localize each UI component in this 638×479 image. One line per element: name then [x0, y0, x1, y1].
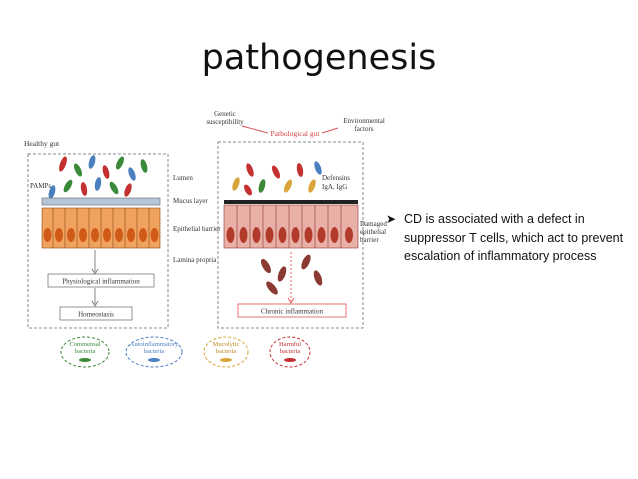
damaged-mucus-layer: [224, 200, 358, 204]
defensins-label: Defensins: [322, 174, 350, 182]
diagram-svg: Genetic susceptibility Environmental fac…: [24, 110, 387, 368]
mucus-layer-label: Mucus layer: [173, 197, 208, 205]
lamina-propria-label: Lamina propria: [173, 256, 217, 264]
genetic-label-2: susceptibility: [206, 118, 244, 126]
legend-commensal-line2: bacteria: [75, 348, 96, 355]
homeostasis-box: [59, 306, 133, 321]
healthy-mucus-layer: [41, 197, 161, 206]
legend-autoinflammatory-line2: bacteria: [144, 348, 165, 355]
bullet-text: CD is associated with a defect in suppre…: [404, 212, 624, 263]
healthy-bacteria-group: [48, 155, 148, 199]
epithelial-barrier-label: Epithelial barrier: [173, 225, 221, 233]
bullet-point: ➤ CD is associated with a defect in supp…: [386, 210, 631, 266]
environmental-label-2: factors: [354, 125, 373, 133]
damaged-label-1: Damaged: [360, 220, 387, 228]
pathological-bacteria-group: [232, 161, 322, 196]
slide-title: pathogenesis: [201, 38, 437, 78]
legend-autoinflammatory-line1: Autoinflammatory: [130, 341, 179, 348]
invading-bacteria-group: [260, 254, 323, 295]
homeostasis-label: Homeostasis: [78, 311, 114, 319]
environmental-arrow: [321, 127, 339, 134]
damaged-label-3: barrier: [360, 236, 379, 244]
healthy-gut-label: Healthy gut: [24, 139, 60, 148]
legend-harmful-line2: bacteria: [280, 348, 301, 355]
pathological-gut-label: Pathological gut: [271, 129, 321, 138]
physiological-inflammation-label: Physiological inflammation: [62, 278, 140, 286]
environmental-label-1: Environmental: [343, 117, 385, 125]
pathological-panel: [217, 141, 364, 329]
iga-label: IgA, IgG: [322, 183, 347, 191]
legend-mucolytic-line2: bacteria: [216, 348, 237, 355]
pamps-label: PAMPs: [30, 182, 51, 190]
legend-commensal-line1: Commensal: [69, 341, 100, 348]
lumen-label: Lumen: [173, 174, 193, 182]
physiological-inflammation-box: [47, 273, 155, 288]
legend-mucolytic-line1: Mucolytic: [213, 341, 240, 348]
arrow-bullet-icon: ➤: [386, 212, 397, 226]
legend-mucolytic: Mucolytic bacteria: [203, 336, 249, 368]
healthy-epithelium: [41, 207, 161, 249]
pathogenesis-diagram: Genetic susceptibility Environmental fac…: [20, 104, 405, 379]
genetic-arrow: [241, 125, 269, 134]
legend-harmful: Harmful bacteria: [269, 336, 311, 368]
legend-autoinflammatory: Autoinflammatory bacteria: [125, 336, 183, 368]
chronic-inflammation-label: Chronic inflammation: [261, 308, 324, 316]
healthy-panel: [27, 153, 169, 329]
legend-harmful-line1: Harmful: [279, 341, 301, 348]
damaged-epithelium: [223, 204, 359, 249]
damaged-label-2: epithelial: [360, 228, 386, 236]
chronic-inflammation-box: [237, 303, 347, 318]
legend-commensal: Commensal bacteria: [60, 336, 110, 368]
genetic-label-1: Genetic: [214, 110, 236, 118]
